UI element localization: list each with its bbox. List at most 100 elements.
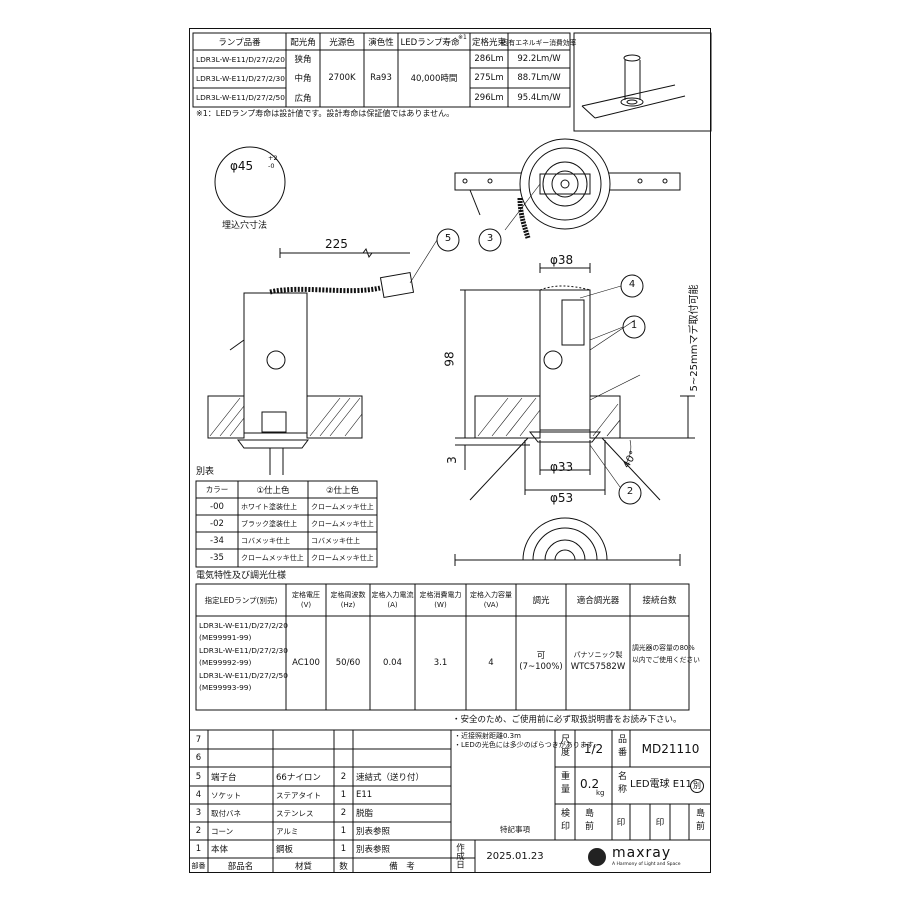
lamp-header-beam: 配光角 bbox=[290, 37, 316, 48]
lamp-row-eff: 88.7Lm/W bbox=[517, 73, 561, 83]
elec-current: 0.04 bbox=[383, 658, 402, 668]
elec-lamp-item: LDR3L-W-E11/D/27/2/50 bbox=[199, 670, 288, 680]
lamp-header-flux: 定格光束 bbox=[471, 37, 506, 48]
part-name: 取付バネ bbox=[211, 808, 241, 818]
elec-power: 3.1 bbox=[433, 658, 448, 668]
special-note: ・LEDの光色には多少のばらつきがあります。 bbox=[454, 741, 601, 749]
finish-header-color: カラー bbox=[205, 485, 229, 494]
elec-units-2: 以内でご使用ください bbox=[632, 656, 700, 664]
stamp-label: 印 bbox=[655, 818, 665, 828]
part-number-label: 品番 bbox=[616, 734, 626, 760]
elec-lamp-item: LDR3L-W-E11/D/27/2/30 bbox=[199, 645, 288, 655]
finish-row-1: ホワイト塗装仕上 bbox=[241, 502, 297, 511]
elec-dim-1: 可 bbox=[536, 651, 546, 661]
created-date: 2025.01.23 bbox=[486, 851, 544, 862]
part-no: 1 bbox=[195, 844, 202, 854]
parts-header-name: 部品名 bbox=[227, 861, 254, 872]
lamp-row-flux: 286Lm bbox=[474, 54, 504, 64]
brand-tagline: A Harmony of Light and Space bbox=[612, 862, 681, 867]
elec-header-dim: 調光 bbox=[532, 596, 550, 606]
part-material: アルミ bbox=[276, 826, 299, 836]
flange-dimension: 3 bbox=[444, 456, 459, 464]
part-name: コーン bbox=[211, 826, 234, 836]
elec-lamp-item: LDR3L-W-E11/D/27/2/20 bbox=[199, 621, 288, 630]
finish-row-2: コバメッキ仕上 bbox=[311, 536, 360, 545]
weight-value: 0.2 bbox=[580, 777, 600, 791]
elec-header-lamp: 指定LEDランプ(別売) bbox=[204, 595, 278, 605]
lamp-header-color: 光源色 bbox=[329, 37, 355, 48]
finish-row-code: -35 bbox=[210, 553, 224, 563]
scale-value: 1/2 bbox=[583, 741, 604, 756]
lamp-row-beam: 広角 bbox=[294, 93, 312, 104]
elec-header-units: 接続台数 bbox=[642, 596, 677, 606]
part-remark: 脱脂 bbox=[356, 809, 374, 819]
lamp-row-eff: 92.2Lm/W bbox=[517, 54, 561, 64]
part-material: ステンレス bbox=[276, 808, 314, 818]
elec-lamp-list: LDR3L-W-E11/D/27/2/20 (ME99991-99) LDR3L… bbox=[199, 620, 288, 694]
part-no: 7 bbox=[195, 734, 202, 745]
weight-unit: kg bbox=[596, 789, 605, 797]
side-view-left bbox=[207, 247, 415, 475]
finish-row-code: -02 bbox=[210, 518, 224, 529]
part-remark: 速結式（送り付） bbox=[356, 772, 425, 783]
part-qty: 2 bbox=[340, 771, 347, 782]
hole-caption: 埋込穴寸法 bbox=[222, 221, 268, 231]
lamp-row-beam: 狭角 bbox=[294, 55, 312, 65]
lamp-color-temp: 2700K bbox=[328, 73, 356, 83]
separate-sale-mark: 別 bbox=[690, 779, 704, 793]
lamp-row-flux: 296Lm bbox=[474, 92, 504, 103]
lamp-row-beam: 中角 bbox=[294, 74, 312, 84]
scale-label: 尺度 bbox=[559, 734, 569, 760]
finish-row-1: コバメッキ仕上 bbox=[241, 536, 290, 545]
part-remark: E11 bbox=[356, 790, 373, 800]
weight-label: 重量 bbox=[559, 771, 569, 797]
approver-stamp: 島前 bbox=[583, 808, 593, 834]
finish-row-2: クロームメッキ仕上 bbox=[311, 519, 374, 528]
lamp-row-part: LDR3L-W-E11/D/27/2/30 bbox=[196, 73, 285, 83]
callout-2: 2 bbox=[626, 486, 634, 497]
parts-header-no: 部番 bbox=[191, 861, 206, 870]
part-no: 5 bbox=[195, 771, 202, 782]
part-name: 本体 bbox=[211, 845, 229, 855]
part-remark: 別表参照 bbox=[356, 827, 391, 837]
part-material: 66ナイロン bbox=[276, 772, 321, 783]
part-no: 2 bbox=[195, 826, 202, 836]
product-name: LED電球 E11 bbox=[630, 779, 692, 790]
elec-voltage: AC100 bbox=[292, 658, 320, 668]
part-qty: 1 bbox=[340, 826, 347, 836]
elec-header-voltage: 定格電圧 (V) bbox=[292, 590, 320, 610]
part-no: 4 bbox=[195, 790, 202, 800]
finish-row-code: -00 bbox=[210, 501, 224, 512]
side-view-right bbox=[455, 263, 695, 501]
finish-row-2: クロームメッキ仕上 bbox=[311, 502, 374, 511]
stamp-label: 印 bbox=[616, 818, 626, 828]
hole-tolerance-minus: -0 bbox=[268, 162, 275, 170]
elec-freq: 50/60 bbox=[335, 658, 361, 668]
finish-header-2: ②仕上色 bbox=[325, 485, 360, 496]
check-label: 検印 bbox=[559, 808, 569, 834]
lamp-row-eff: 95.4Lm/W bbox=[517, 92, 561, 103]
part-number: MD21110 bbox=[641, 741, 700, 756]
finish-header-1: ①仕上色 bbox=[256, 485, 290, 496]
elec-header-current: 定格入力電流 (A) bbox=[371, 590, 414, 610]
lamp-life-note: ※1：LEDランプ寿命は設計値です。設計寿命は保証値ではありません。 bbox=[196, 109, 455, 118]
lamp-header-cri: 演色性 bbox=[368, 37, 394, 48]
elec-header-freq: 定格周波数 (Hz) bbox=[330, 590, 366, 610]
part-name: ソケット bbox=[211, 790, 241, 800]
callout-1: 1 bbox=[630, 320, 638, 331]
elec-lamp-item: (ME99991-99) bbox=[199, 633, 252, 643]
elec-table-title: 電気特性及び調光仕様 bbox=[196, 571, 287, 581]
elec-header-power: 定格消費電力 (W) bbox=[419, 590, 462, 610]
hole-tolerance-plus: +2 bbox=[268, 154, 278, 162]
finish-row-1: ブラック塗装仕上 bbox=[241, 519, 297, 528]
part-qty: 2 bbox=[340, 808, 347, 818]
part-material: ステアタイト bbox=[276, 790, 321, 800]
parts-header-remark: 備 考 bbox=[389, 861, 415, 872]
elec-va: 4 bbox=[488, 658, 494, 668]
lamp-header-footnote-mark: ※1 bbox=[458, 34, 467, 41]
brand-logo-text: maxray bbox=[612, 845, 672, 861]
lamp-row-part: LDR3L-W-E11/D/27/2/50 bbox=[196, 93, 285, 102]
height-dimension: 98 bbox=[442, 351, 457, 367]
callout-4: 4 bbox=[628, 279, 636, 290]
